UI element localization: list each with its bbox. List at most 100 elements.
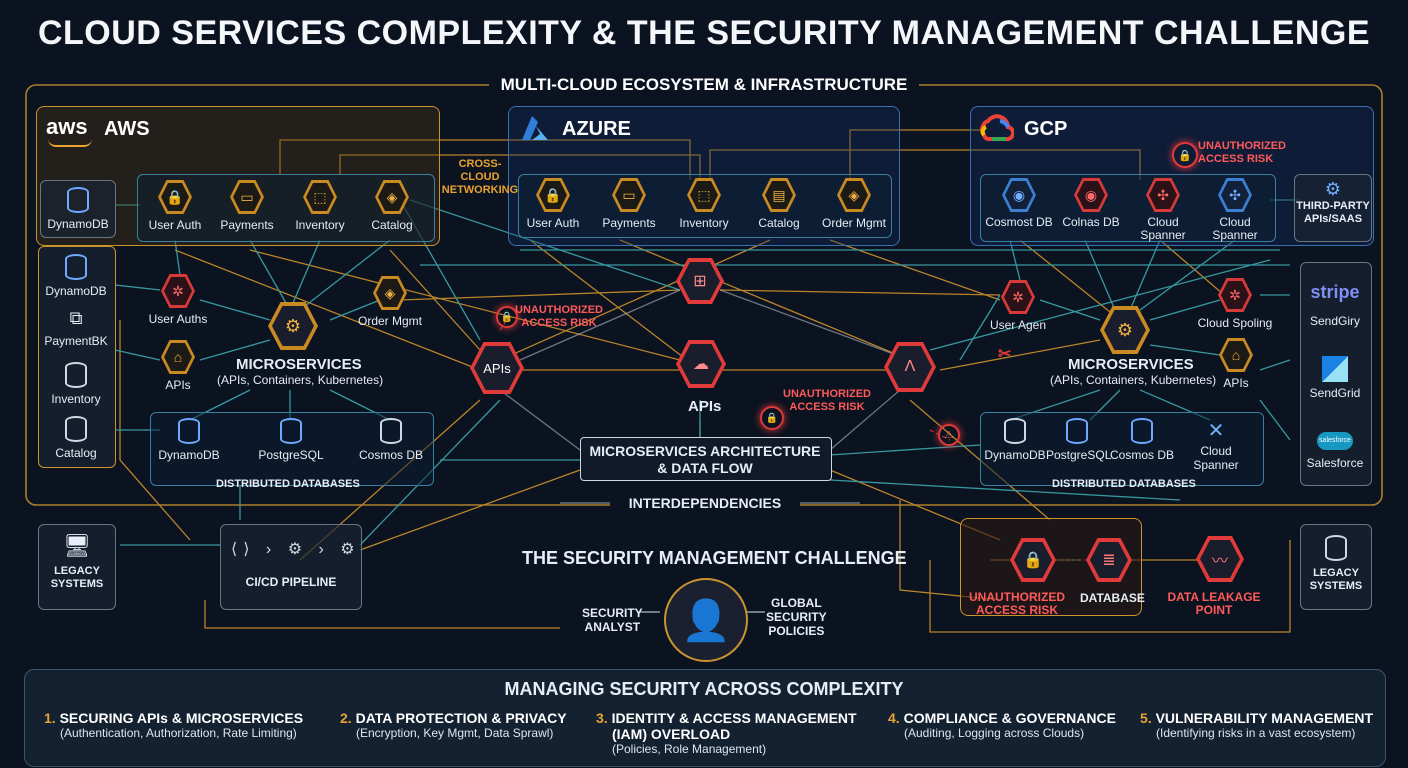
aws-service-user-auth[interactable]: 🔒User Auth <box>143 180 207 232</box>
aws-service-inventory[interactable]: ⬚Inventory <box>288 180 352 232</box>
cicd-pipeline[interactable]: ⟨⟩ › ⚙ › ⚙ CI/CD PIPELINE <box>220 524 362 610</box>
gcp-service-cloud-spanner-a[interactable]: ✣Cloud Spanner <box>1128 178 1198 242</box>
aws-service-catalog[interactable]: ◈Catalog <box>360 180 424 232</box>
lock-icon: 🔒 <box>161 183 189 211</box>
managing-title: MANAGING SECURITY ACROSS COMPLEXITY <box>504 679 904 699</box>
right-user-agen[interactable]: ✲User Agen <box>986 280 1050 332</box>
planet-icon: ◉ <box>1005 181 1033 209</box>
azure-logo-icon <box>520 114 550 142</box>
left-db-postgresql[interactable]: PostgreSQL <box>254 418 328 462</box>
elephant-icon <box>1066 418 1088 444</box>
managing-panel <box>24 669 1386 767</box>
database-icon <box>178 418 200 444</box>
third-party-stripe[interactable]: stripe <box>1310 282 1360 302</box>
right-cloud-spoling[interactable]: ✲Cloud Spoling <box>1196 278 1274 330</box>
cube-icon: ◈ <box>376 279 404 307</box>
cross-cloud-label: CROSS-CLOUD NETWORKING <box>441 158 519 196</box>
right-distributed-databases <box>980 412 1264 486</box>
managing-col-1: 1. SECURING APIs & MICROSERVICES (Authen… <box>44 710 304 740</box>
architecture-box <box>580 437 832 481</box>
right-apis[interactable]: ⌂APIs <box>1206 338 1266 390</box>
gear-icon: ✲ <box>164 277 192 305</box>
left-user-auths[interactable]: ✲User Auths <box>140 274 216 326</box>
database-icon <box>380 418 402 444</box>
right-db-cosmos[interactable]: Cosmos DB <box>1110 418 1174 462</box>
managing-col-3: 3. IDENTITY & ACCESS MANAGEMENT (IAM) OV… <box>596 710 857 756</box>
broken-link-icon: ✂ <box>998 346 1012 363</box>
azure-service-user-auth[interactable]: 🔒User Auth <box>520 178 586 230</box>
gcp-service-cloud-spanner-b[interactable]: ✣Cloud Spanner <box>1200 178 1270 242</box>
center-right-hub[interactable]: Λ <box>884 342 936 392</box>
third-party-sendgrid[interactable]: SendGrid <box>1300 356 1370 400</box>
payment-icon: ⧉ <box>69 308 83 328</box>
architecture-title-b: & DATA FLOW <box>657 460 753 476</box>
gear-icon: ✲ <box>1004 283 1032 311</box>
left-db-cosmos[interactable]: Cosmos DB <box>358 418 424 462</box>
lock-icon: 🔒 <box>496 306 518 328</box>
left-dynamodb-top[interactable]: DynamoDB <box>40 180 116 238</box>
left-microservices-hub[interactable]: ⚙ <box>268 302 318 350</box>
page-title: CLOUD SERVICES COMPLEXITY & THE SECURITY… <box>37 14 1371 52</box>
right-microservices-title: MICROSERVICES <box>1068 356 1194 373</box>
azure-service-payments[interactable]: ▭Payments <box>596 178 662 230</box>
risk-leak-node[interactable]: 〰 <box>1196 536 1244 582</box>
left-item-catalog[interactable]: Catalog <box>40 416 112 460</box>
gcp-service-cosmost-db[interactable]: ◉Cosmost DB <box>984 178 1054 229</box>
right-db-dynamodb[interactable]: DynamoDB <box>984 418 1046 462</box>
right-microservices-hub[interactable]: ⚙ <box>1100 306 1150 354</box>
azure-service-catalog[interactable]: ▤Catalog <box>746 178 812 230</box>
left-db-title: DISTRIBUTED DATABASES <box>216 478 360 490</box>
aws-service-payments[interactable]: ▭Payments <box>215 180 279 232</box>
azure-service-inventory[interactable]: ⬚Inventory <box>671 178 737 230</box>
left-item-inventory[interactable]: Inventory <box>40 362 112 406</box>
third-party-salesforce[interactable]: salesforce Salesforce <box>1300 432 1370 470</box>
sendgrid-logo-icon <box>1322 356 1348 382</box>
right-db-cloud-spanner[interactable]: ✕Cloud Spanner <box>1176 418 1256 472</box>
cloud-lock-icon: ☁ <box>680 344 722 384</box>
left-apis[interactable]: ⌂APIs <box>148 340 208 392</box>
gear-icon: ✲ <box>1221 281 1249 309</box>
elephant-icon <box>65 254 87 280</box>
interdependencies-label: INTERDEPENDENCIES <box>610 495 800 511</box>
database-icon: ≣ <box>1090 542 1128 578</box>
alert-icon: ⚠ <box>938 424 960 446</box>
gcp-service-colnas-db[interactable]: ◉Colnas DB <box>1056 178 1126 229</box>
database-icon <box>65 362 87 388</box>
third-party-sendgiry[interactable]: SendGiry <box>1309 314 1361 328</box>
left-item-dynamodb[interactable]: DynamoDB <box>40 254 112 298</box>
aws-cloud-name: AWS <box>104 118 150 140</box>
book-icon: ▤ <box>765 181 793 209</box>
database-icon <box>1325 535 1347 561</box>
salesforce-logo-icon: salesforce <box>1317 432 1353 450</box>
lock-icon: 🔒 <box>1172 142 1198 168</box>
api-icon: ⌂ <box>164 343 192 371</box>
planet-icon <box>1131 418 1153 444</box>
gear-icon: ⚙ <box>272 306 314 346</box>
lock-icon: 🔒 <box>1014 542 1052 578</box>
pipeline-icons: ⟨⟩ › ⚙ › ⚙ <box>231 541 361 558</box>
managing-col-5: 5. VULNERABILITY MANAGEMENT (Identifying… <box>1140 710 1374 740</box>
architecture-title-a: MICROSERVICES ARCHITECTURE <box>589 443 821 459</box>
right-db-postgresql[interactable]: PostgreSQL <box>1046 418 1111 462</box>
azure-service-order-mgmt[interactable]: ◈Order Mgmt <box>818 178 890 230</box>
left-db-dynamodb[interactable]: DynamoDB <box>156 418 222 462</box>
left-microservices-sub: (APIs, Containers, Kubernetes) <box>217 373 384 387</box>
left-item-paymentbk[interactable]: ⧉PaymentBK <box>40 308 112 348</box>
security-challenge-title: THE SECURITY MANAGEMENT CHALLENGE <box>522 548 907 568</box>
left-order-mgmt[interactable]: ◈Order Mgmt <box>358 276 422 328</box>
computer-icon: 🖥 <box>63 533 91 558</box>
aws-smile-icon <box>48 139 92 147</box>
lock-icon: 🔒 <box>760 406 784 430</box>
aws-logo: aws <box>46 114 88 139</box>
card-icon: ▭ <box>615 181 643 209</box>
lock-icon: 🔒 <box>539 181 567 209</box>
